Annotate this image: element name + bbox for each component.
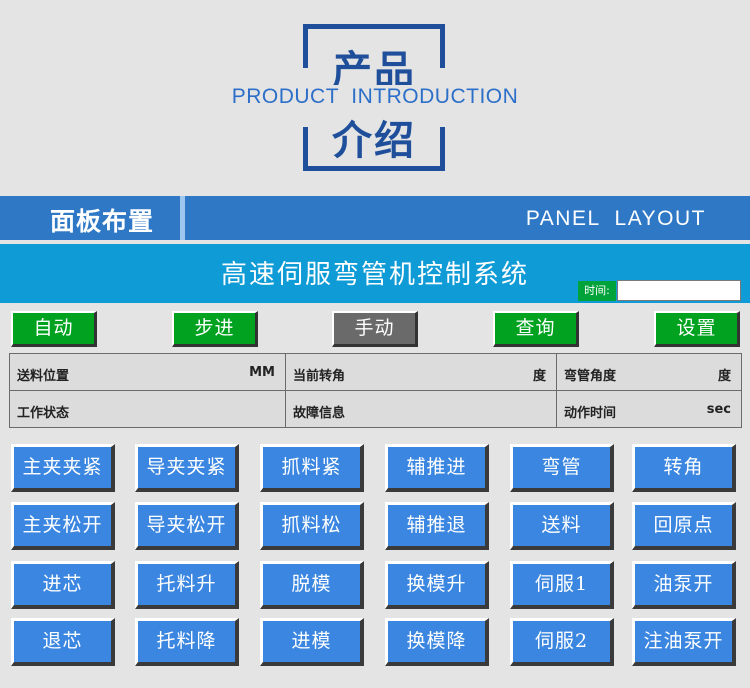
mode-step-button[interactable]: 步进 — [172, 311, 258, 347]
mode-settings-button[interactable]: 设置 — [654, 311, 740, 347]
rotate-angle-button[interactable]: 转角 — [632, 444, 736, 492]
banner-title-en: PANEL LAYOUT — [525, 207, 706, 230]
time-label: 时间: — [578, 281, 616, 301]
gripper-tighten-button[interactable]: 抓料紧 — [260, 444, 364, 492]
current-rotation-cell: 当前转角 度 — [286, 354, 557, 391]
banner-left-block — [0, 196, 180, 240]
die-in-button[interactable]: 进模 — [260, 618, 364, 666]
action-time-unit: sec — [706, 402, 731, 417]
feed-position-label: 送料位置 — [17, 369, 70, 384]
work-status-cell: 工作状态 — [10, 391, 286, 428]
header-bracket-top — [303, 24, 445, 68]
feed-material-button[interactable]: 送料 — [510, 502, 614, 550]
guide-clamp-tighten-button[interactable]: 导夹夹紧 — [135, 444, 239, 492]
die-change-raise-button[interactable]: 换模升 — [385, 561, 489, 609]
current-rotation-unit: 度 — [532, 369, 546, 384]
feed-position-cell: 送料位置 MM — [10, 354, 286, 391]
bend-pipe-button[interactable]: 弯管 — [510, 444, 614, 492]
bend-angle-unit: 度 — [717, 369, 731, 384]
bend-angle-cell: 弯管角度 度 — [557, 354, 741, 391]
feed-position-unit: MM — [249, 365, 275, 380]
mode-auto-button[interactable]: 自动 — [11, 311, 97, 347]
status-info-table: 送料位置 MM 当前转角 度 弯管角度 度 工作状态 故障信息 动作时间 sec — [9, 353, 742, 428]
system-title: 高速伺服弯管机控制系统 — [220, 260, 529, 290]
section-banner: 面板布置 PANEL LAYOUT — [0, 196, 750, 240]
core-in-button[interactable]: 进芯 — [11, 561, 115, 609]
die-change-lower-button[interactable]: 换模降 — [385, 618, 489, 666]
time-display — [617, 280, 741, 301]
aux-push-back-button[interactable]: 辅推退 — [385, 502, 489, 550]
return-origin-button[interactable]: 回原点 — [632, 502, 736, 550]
header-bracket-bottom — [303, 127, 445, 171]
product-intro-header: 产品 PRODUCT INTRODUCTION 介绍 — [0, 0, 750, 195]
bend-angle-label: 弯管角度 — [564, 369, 617, 384]
system-title-bar: 高速伺服弯管机控制系统 — [0, 244, 750, 303]
current-rotation-label: 当前转角 — [293, 369, 346, 384]
support-raise-button[interactable]: 托料升 — [135, 561, 239, 609]
aux-push-forward-button[interactable]: 辅推进 — [385, 444, 489, 492]
servo-1-button[interactable]: 伺服1 — [510, 561, 614, 609]
servo-2-button[interactable]: 伺服2 — [510, 618, 614, 666]
gripper-release-button[interactable]: 抓料松 — [260, 502, 364, 550]
action-time-cell: 动作时间 sec — [557, 391, 741, 428]
work-status-label: 工作状态 — [17, 406, 70, 421]
mode-query-button[interactable]: 查询 — [493, 311, 579, 347]
demold-button[interactable]: 脱模 — [260, 561, 364, 609]
mode-manual-button[interactable]: 手动 — [332, 311, 418, 347]
lube-pump-on-button[interactable]: 注油泵开 — [632, 618, 736, 666]
header-title-english: PRODUCT INTRODUCTION — [200, 85, 550, 109]
banner-separator — [180, 196, 185, 240]
action-time-label: 动作时间 — [564, 406, 617, 421]
oil-pump-on-button[interactable]: 油泵开 — [632, 561, 736, 609]
fault-info-label: 故障信息 — [293, 406, 346, 421]
fault-info-cell: 故障信息 — [286, 391, 557, 428]
support-lower-button[interactable]: 托料降 — [135, 618, 239, 666]
main-clamp-release-button[interactable]: 主夹松开 — [11, 502, 115, 550]
header-title-bottom: 介绍 — [332, 118, 416, 164]
guide-clamp-release-button[interactable]: 导夹松开 — [135, 502, 239, 550]
banner-title-cn: 面板布置 — [50, 207, 155, 236]
main-clamp-tighten-button[interactable]: 主夹夹紧 — [11, 444, 115, 492]
core-out-button[interactable]: 退芯 — [11, 618, 115, 666]
